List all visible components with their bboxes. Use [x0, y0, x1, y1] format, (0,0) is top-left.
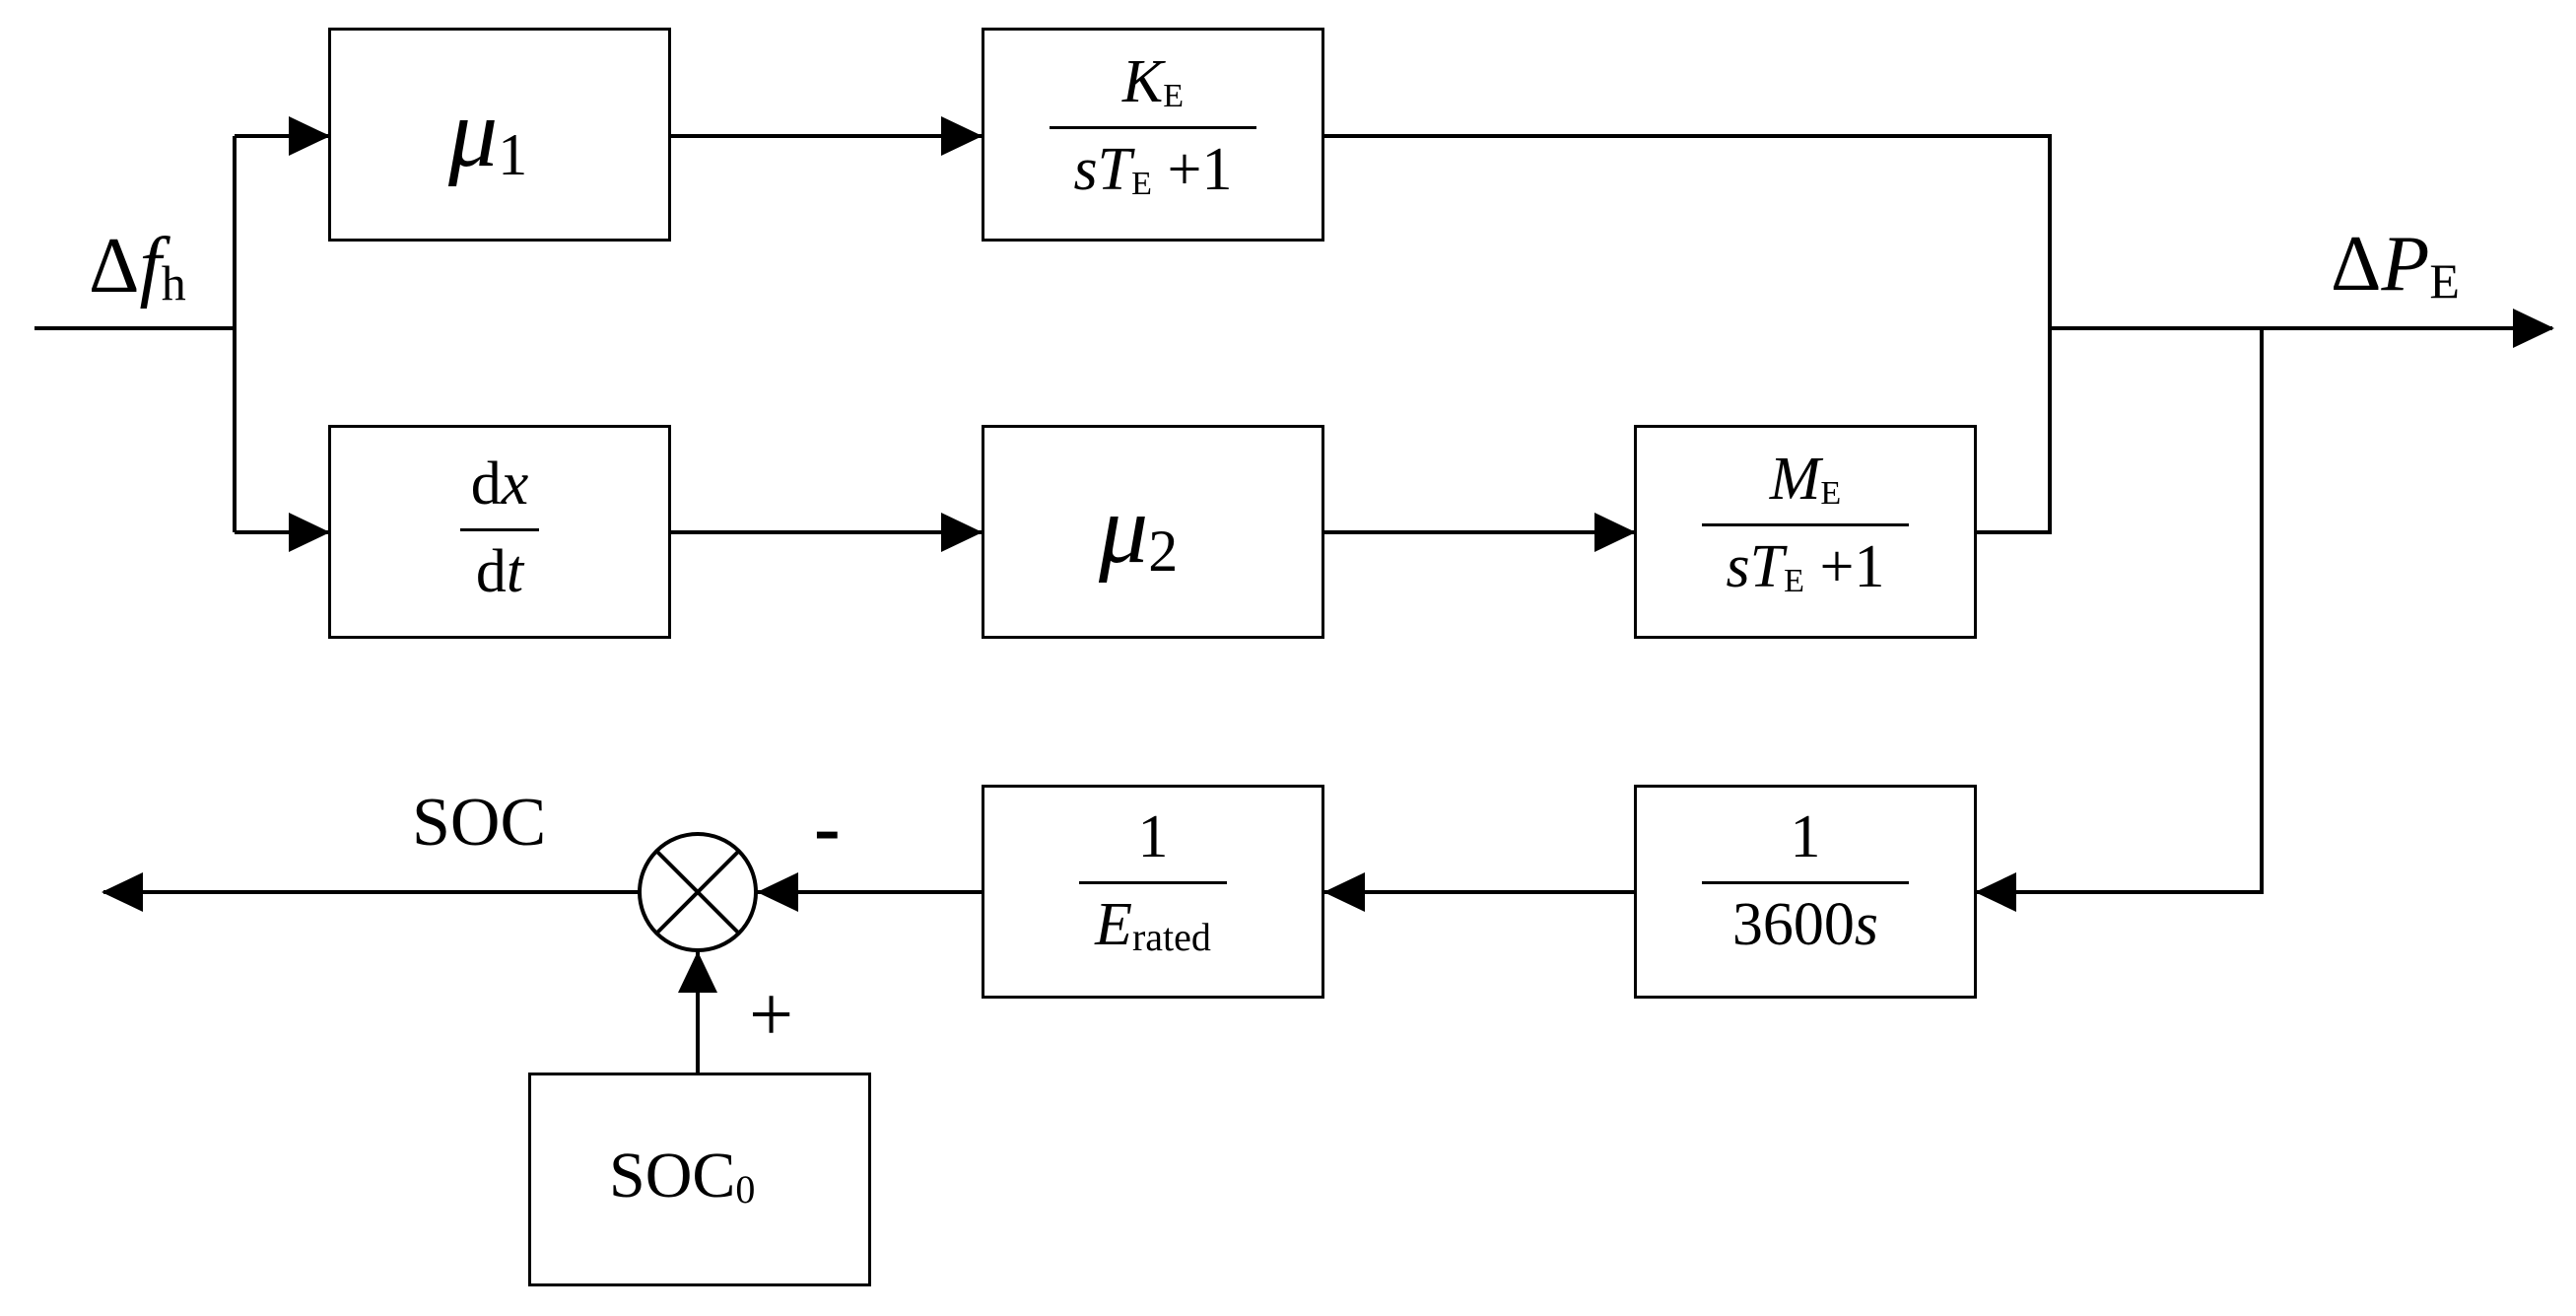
- arrowhead-mu2: [941, 513, 983, 552]
- arrowhead-deriv: [289, 513, 330, 552]
- minus-sign: -: [814, 785, 841, 871]
- tf2-denominator: sTE +1: [1726, 533, 1885, 600]
- deriv-fraction: dx dt: [441, 453, 559, 602]
- soc-output-label: SOC: [412, 785, 547, 861]
- integ-numerator: 1: [1790, 803, 1821, 870]
- summing-junction: [638, 832, 758, 952]
- arrowhead-sum-right: [757, 872, 798, 912]
- integ-denominator: 3600s: [1731, 891, 1879, 958]
- soc0-label: SOC0: [609, 1140, 756, 1212]
- integ-fraction: 1 3600s: [1697, 806, 1914, 955]
- mu2-label: μ2: [1099, 474, 1179, 584]
- tf2-numerator: ME: [1769, 446, 1842, 513]
- feedback-line: [1975, 328, 2264, 894]
- block-integ: [1634, 785, 1977, 999]
- block-mu1: [328, 28, 671, 242]
- rated-numerator: 1: [1137, 803, 1169, 870]
- plus-sign: +: [749, 972, 794, 1059]
- block-rated: [982, 785, 1324, 999]
- tf1-denominator: sTE +1: [1073, 136, 1233, 203]
- block-tf2: [1634, 425, 1977, 639]
- deriv-numerator: dx: [470, 450, 529, 518]
- block-deriv: [328, 425, 671, 639]
- block-soc0: [528, 1073, 871, 1286]
- arrowhead-integ: [1975, 872, 2016, 912]
- rated-fraction: 1 Erated: [1045, 803, 1261, 959]
- input-signal-label: Δfh: [89, 223, 186, 311]
- arrowhead-soc-out: [102, 872, 143, 912]
- arrowhead-mu1: [289, 116, 330, 156]
- block-mu2: [982, 425, 1324, 639]
- mu1-label: μ1: [448, 78, 528, 187]
- tf1-numerator: KE: [1121, 48, 1185, 115]
- tf2-fraction: ME sTE +1: [1697, 446, 1914, 600]
- arrowhead-tf1: [941, 116, 983, 156]
- rated-denominator: Erated: [1095, 891, 1211, 959]
- output-signal-label: ΔPE: [2331, 221, 2460, 309]
- arrowhead-rated: [1323, 872, 1365, 912]
- tf1-fraction: KE sTE +1: [1045, 48, 1261, 203]
- block-tf1: [982, 28, 1324, 242]
- arrowhead-tf2: [1594, 513, 1636, 552]
- tf1-output-line: [1323, 134, 2052, 534]
- arrowhead-sum-bottom: [678, 951, 717, 993]
- deriv-denominator: dt: [475, 538, 524, 605]
- arrowhead-output: [2513, 309, 2554, 348]
